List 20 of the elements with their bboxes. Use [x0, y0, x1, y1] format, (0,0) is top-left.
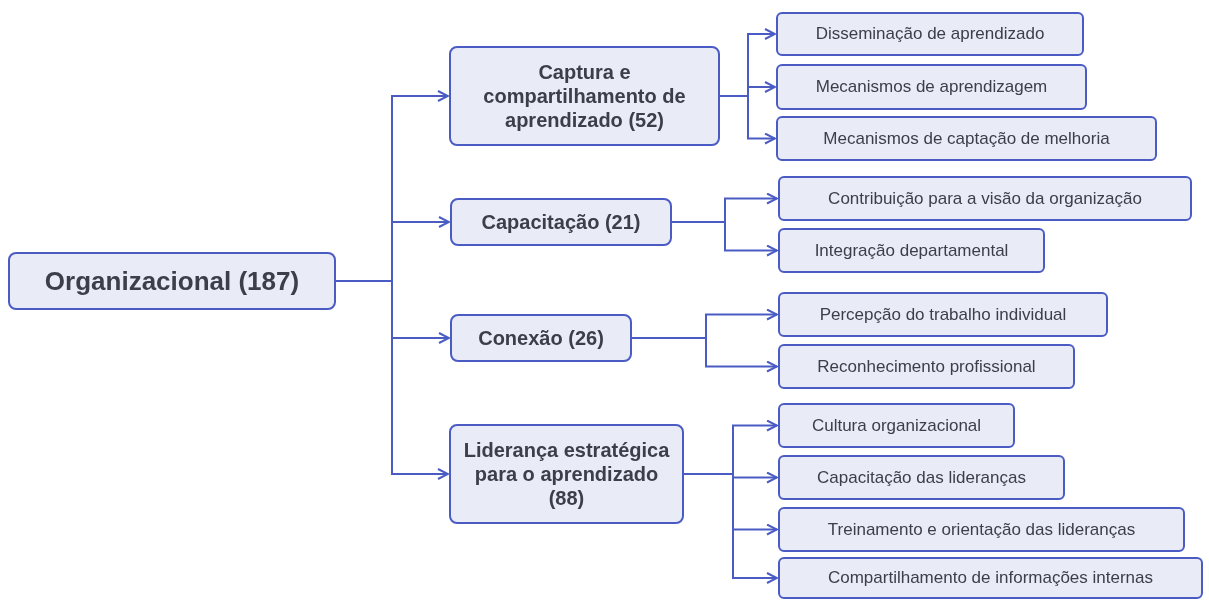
- subtopic-box: Capacitação das lideranças: [778, 455, 1065, 500]
- subtopic-box: Treinamento e orientação das lideranças: [778, 507, 1185, 552]
- root-box: Organizacional (187): [8, 252, 336, 310]
- category-box: Liderança estratégica para o aprendizado (88): [449, 424, 684, 524]
- subtopic-box: Integração departamental: [778, 228, 1045, 273]
- category-box: Captura e compartilhamento de aprendizado (52): [449, 46, 720, 146]
- connector-arrow: [335, 280, 449, 480]
- subtopic-box: Reconhecimento profissional: [778, 344, 1075, 389]
- connector-arrow: [683, 473, 778, 584]
- category-box: Conexão (26): [450, 314, 632, 362]
- subtopic-box: Mecanismos de captação de melhoria: [776, 116, 1157, 161]
- category-box: Capacitação (21): [450, 198, 672, 246]
- connector-arrow: [719, 95, 776, 145]
- subtopic-box: Percepção do trabalho individual: [778, 292, 1108, 337]
- subtopic-box: Contribuição para a visão da organização: [778, 176, 1192, 221]
- subtopic-box: Compartilhamento de informações internas: [778, 557, 1203, 599]
- connector-arrow: [671, 221, 778, 257]
- subtopic-box: Mecanismos de aprendizagem: [776, 64, 1087, 110]
- subtopic-box: Cultura organizacional: [778, 403, 1015, 448]
- subtopic-box: Disseminação de aprendizado: [776, 12, 1084, 56]
